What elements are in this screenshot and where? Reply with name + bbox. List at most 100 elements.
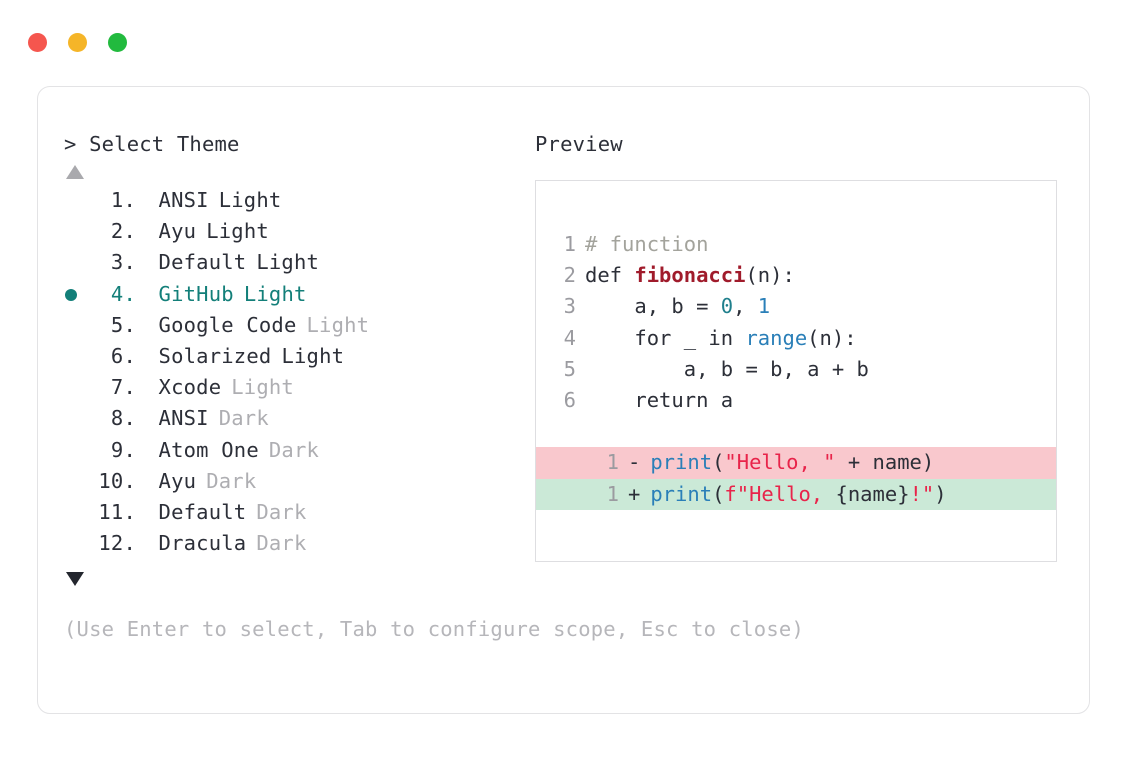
theme-list-item[interactable]: 7. Xcode Light (64, 375, 534, 406)
code-line: 6 return a (536, 385, 1056, 416)
theme-item-variant: Light (256, 250, 320, 275)
code-line: 2 def fibonacci(n): (536, 260, 1056, 291)
theme-item-index: 1. (110, 188, 136, 212)
theme-list-item[interactable]: 3. Default Light (64, 250, 534, 281)
theme-item-spacer (136, 406, 159, 430)
window-controls (28, 33, 127, 52)
theme-item-name: Xcode (158, 375, 222, 400)
theme-item-index: 4. (110, 281, 136, 306)
triangle-up-icon[interactable] (66, 165, 84, 179)
theme-item-variant: Light (243, 281, 307, 306)
help-text: (Use Enter to select, Tab to configure s… (64, 617, 804, 642)
theme-item-spacer (136, 531, 159, 555)
theme-item-variant: Dark (256, 531, 307, 556)
line-number: 3 (563, 294, 576, 319)
code-token: # function (585, 232, 709, 256)
theme-item-name: Ayu (158, 468, 197, 493)
code-token: for _ in (585, 325, 746, 350)
theme-item-spacer (136, 219, 159, 243)
theme-item-spacer (136, 250, 159, 274)
code-token: (n): (807, 325, 857, 350)
theme-item-index: 11. (98, 499, 136, 524)
code-line-content: a, b = 0, 1 (585, 291, 770, 322)
code-line-content: # function (585, 229, 708, 260)
diff-removed-line: 1-print("Hello, " + name) (536, 447, 1056, 479)
code-token: {name} (835, 481, 910, 506)
code-token: 0 (720, 294, 734, 319)
close-window-button[interactable] (28, 33, 47, 52)
code-line-content: def fibonacci(n): (585, 260, 795, 291)
code-line: 3 a, b = 0, 1 (536, 291, 1056, 322)
page-title: > Select Theme (64, 132, 240, 156)
theme-item-spacer (136, 344, 159, 368)
code-token: range (745, 325, 808, 350)
code-token: print (650, 450, 713, 475)
line-number: 6 (563, 388, 576, 413)
code-line: 5 a, b = b, a + b (536, 354, 1056, 385)
line-number: 2 (563, 263, 576, 288)
theme-item-index: 5. (110, 312, 136, 337)
theme-item-variant: Dark (268, 437, 320, 462)
theme-item-name: Default (158, 499, 247, 524)
code-token: print (650, 481, 713, 506)
code-line-content: print("Hello, " + name) (650, 447, 934, 478)
theme-item-index: 7. (110, 375, 136, 400)
theme-item-index: 8. (110, 406, 136, 431)
code-token: 1 (757, 294, 771, 319)
theme-item-name: Ayu (158, 219, 197, 244)
minimize-window-button[interactable] (68, 33, 87, 52)
code-blank-line (536, 416, 1056, 447)
line-number: 4 (563, 325, 576, 350)
code-token: !" (909, 481, 935, 506)
line-number: 5 (563, 356, 576, 381)
theme-item-index: 12. (98, 531, 136, 556)
theme-item-index: 2. (110, 219, 136, 244)
code-token: ( (712, 450, 725, 475)
code-token: fibonacci (634, 263, 746, 288)
theme-item-index: 3. (110, 250, 136, 275)
theme-item-index: 10. (98, 468, 136, 493)
theme-item-variant: Light (206, 219, 269, 244)
preview-heading: Preview (535, 132, 623, 156)
theme-item-variant: Light (218, 188, 282, 212)
theme-item-index: 9. (110, 437, 136, 462)
theme-item-variant: Light (231, 375, 294, 400)
theme-item-spacer (136, 188, 159, 212)
theme-item-index: 6. (110, 343, 136, 368)
code-line: 1 # function (536, 229, 1056, 260)
theme-list-item[interactable]: 11. Default Dark (64, 500, 534, 531)
theme-item-spacer (136, 438, 159, 462)
code-line-content: for _ in range(n): (585, 323, 857, 354)
diff-added-line: 1+print(f"Hello, {name}!") (536, 478, 1056, 510)
theme-item-spacer (136, 313, 159, 337)
line-number: 1 (563, 232, 576, 256)
diff-sign: - (628, 450, 641, 475)
theme-item-variant: Dark (256, 499, 307, 524)
line-number: 1 (606, 450, 619, 475)
code-line-content: return a (585, 385, 733, 416)
theme-item-variant: Light (281, 343, 345, 368)
theme-item-name: Solarized (158, 343, 272, 368)
code-token: def (585, 263, 635, 288)
theme-item-name: Default (158, 250, 247, 275)
theme-item-variant: Dark (218, 406, 269, 431)
code-token: , (733, 294, 758, 319)
theme-list-item[interactable]: 6. Solarized Light (64, 344, 534, 375)
code-token: "Hello, " (724, 450, 836, 475)
theme-list-item[interactable]: 2. Ayu Light (64, 219, 534, 250)
maximize-window-button[interactable] (108, 33, 127, 52)
diff-sign: + (628, 481, 641, 506)
code-token: f"Hello, (724, 481, 836, 506)
triangle-down-icon[interactable] (66, 572, 84, 587)
